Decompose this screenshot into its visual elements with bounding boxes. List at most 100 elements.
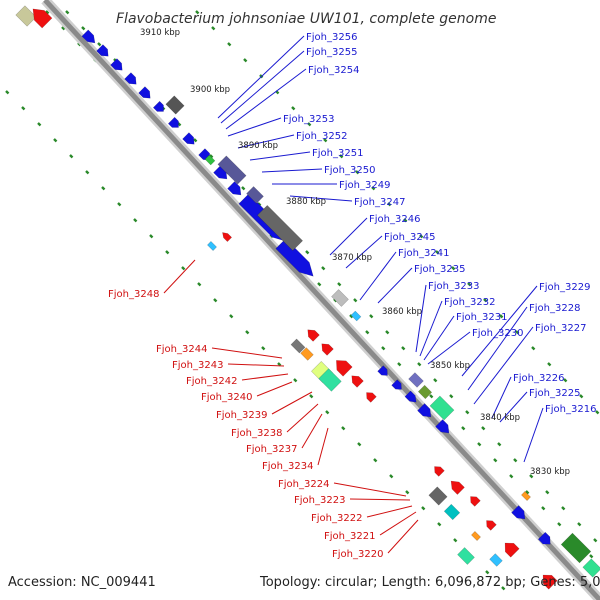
gene-label-reverse: Fjoh_3222 bbox=[311, 513, 362, 524]
reverse-gene bbox=[321, 343, 334, 356]
leader-line bbox=[217, 35, 305, 119]
forward-gene bbox=[124, 72, 137, 85]
forward-gene bbox=[511, 505, 526, 520]
leader-line bbox=[366, 505, 413, 518]
gene-label-reverse: Fjoh_3224 bbox=[278, 479, 329, 490]
gene-block bbox=[300, 347, 314, 361]
kbp-label: 3830 kbp bbox=[530, 467, 570, 477]
forward-gene bbox=[404, 390, 417, 403]
scale-dot bbox=[545, 490, 550, 495]
leader-line bbox=[241, 373, 289, 381]
gene-label-forward: Fjoh_3231 bbox=[456, 312, 507, 323]
gene-block bbox=[417, 384, 433, 400]
gene-block bbox=[560, 532, 592, 564]
scale-dot bbox=[435, 250, 440, 255]
gene-label-forward: Fjoh_3235 bbox=[414, 264, 465, 275]
leader-line bbox=[317, 427, 329, 466]
leader-line bbox=[220, 50, 305, 124]
leader-line bbox=[427, 331, 471, 365]
scale-dot bbox=[209, 154, 214, 159]
scale-dot bbox=[381, 346, 386, 351]
gene-label-reverse: Fjoh_3237 bbox=[246, 444, 297, 455]
scale-dot bbox=[529, 474, 534, 479]
leader-line bbox=[499, 391, 528, 423]
scale-dot bbox=[515, 330, 520, 335]
gene-block bbox=[350, 310, 362, 322]
scale-dot bbox=[467, 282, 472, 287]
scale-dot bbox=[483, 298, 488, 303]
leader-line bbox=[227, 363, 285, 367]
scale-dot bbox=[465, 410, 470, 415]
gene-block bbox=[204, 154, 216, 166]
gene-label-forward: Fjoh_3251 bbox=[312, 148, 363, 159]
scale-dot bbox=[497, 442, 502, 447]
gene-label-forward: Fjoh_3246 bbox=[369, 214, 420, 225]
gene-label-forward: Fjoh_3230 bbox=[472, 328, 523, 339]
reverse-gene bbox=[307, 329, 320, 342]
leader-line bbox=[523, 407, 544, 463]
scale-dot bbox=[291, 106, 296, 111]
scale-dot bbox=[197, 282, 202, 287]
gene-label-reverse: Fjoh_3221 bbox=[324, 531, 375, 542]
forward-gene bbox=[167, 116, 179, 128]
gene-block bbox=[15, 5, 37, 27]
scale-dot bbox=[593, 538, 598, 543]
leader-line bbox=[415, 284, 427, 353]
scale-dot bbox=[371, 186, 376, 191]
leader-line bbox=[301, 413, 323, 449]
gene-label-forward: Fjoh_3241 bbox=[398, 248, 449, 259]
genome-backbone bbox=[41, 0, 600, 600]
gene-block bbox=[471, 531, 481, 541]
scale-dot bbox=[547, 362, 552, 367]
leader-line bbox=[345, 235, 383, 269]
leader-line bbox=[461, 285, 538, 377]
scale-dot bbox=[85, 170, 90, 175]
gene-features bbox=[15, 5, 600, 590]
kbp-label: 3870 kbp bbox=[332, 253, 372, 263]
scale-dot bbox=[563, 378, 568, 383]
scale-dot bbox=[349, 314, 354, 319]
forward-gene bbox=[227, 181, 242, 196]
gene-label-reverse: Fjoh_3243 bbox=[172, 360, 223, 371]
gene-block bbox=[521, 491, 531, 501]
scale-dot bbox=[369, 314, 374, 319]
scale-dot bbox=[261, 346, 266, 351]
gene-label-reverse: Fjoh_3242 bbox=[186, 376, 237, 387]
scale-dot bbox=[213, 298, 218, 303]
scale-dot bbox=[461, 426, 466, 431]
leader-line bbox=[473, 326, 534, 405]
gene-block bbox=[408, 372, 424, 388]
scale-dot bbox=[421, 506, 426, 511]
reverse-gene bbox=[542, 574, 558, 590]
reverse-gene bbox=[486, 520, 497, 531]
scale-dot bbox=[509, 474, 514, 479]
scale-dot bbox=[579, 394, 584, 399]
leader-line bbox=[211, 347, 283, 359]
gene-label-forward: Fjoh_3226 bbox=[513, 373, 564, 384]
forward-gene bbox=[96, 44, 109, 57]
scale-dot bbox=[5, 90, 10, 95]
topology-text: Topology: circular; Length: 6,096,872 bp… bbox=[259, 575, 600, 590]
leader-line bbox=[379, 511, 417, 536]
scale-dot bbox=[453, 538, 458, 543]
gene-label-forward: Fjoh_3249 bbox=[339, 180, 390, 191]
scale-dot bbox=[277, 362, 282, 367]
gene-label-reverse: Fjoh_3239 bbox=[216, 410, 267, 421]
scale-dot bbox=[589, 554, 594, 559]
leader-line bbox=[419, 300, 443, 357]
scale-dot bbox=[269, 234, 274, 239]
reverse-gene bbox=[336, 360, 353, 377]
leader-line bbox=[225, 68, 307, 130]
scale-dot bbox=[561, 506, 566, 511]
scale-dot bbox=[499, 314, 504, 319]
kbp-label: 3890 kbp bbox=[238, 141, 278, 151]
gene-block bbox=[331, 289, 349, 307]
scale-dot bbox=[501, 586, 506, 591]
scale-dot bbox=[45, 10, 50, 15]
scale-dot bbox=[257, 202, 262, 207]
gene-block bbox=[207, 241, 217, 251]
scale-dot bbox=[357, 442, 362, 447]
forward-gene bbox=[417, 403, 432, 418]
